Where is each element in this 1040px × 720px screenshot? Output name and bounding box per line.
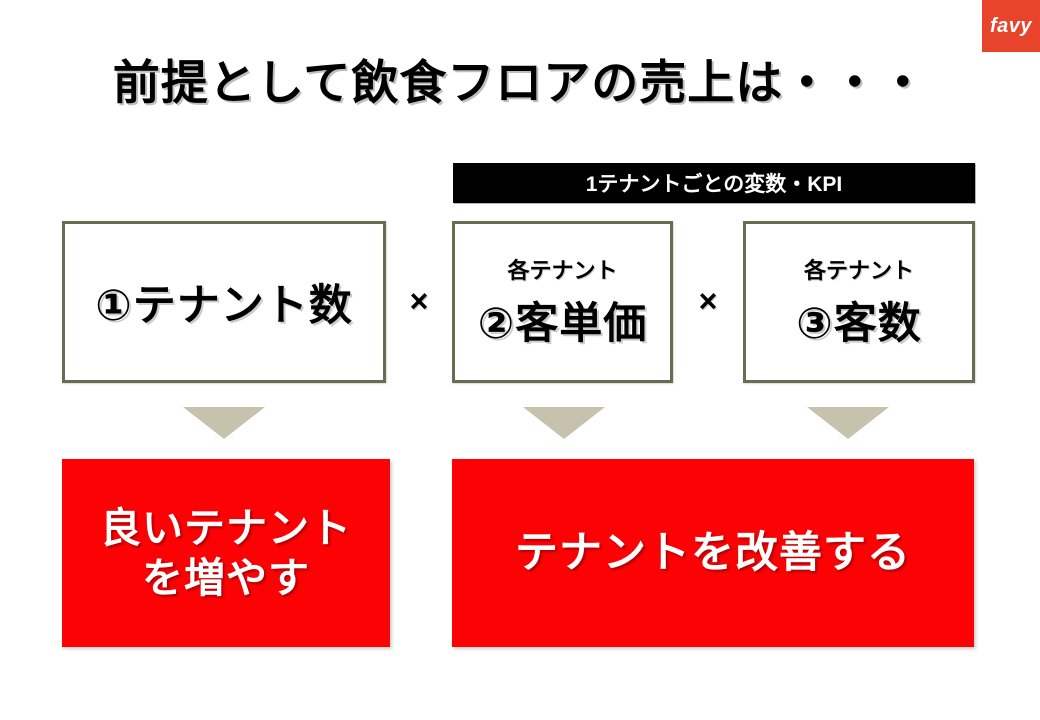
factor-sublabel: 各テナント — [507, 258, 618, 283]
kpi-banner-label: 1テナントごとの変数・KPI — [585, 173, 843, 196]
factor-label: ①テナント数 — [95, 282, 353, 330]
action-text-line: 良いテナント — [100, 504, 352, 551]
multiply-operator: × — [409, 283, 429, 319]
kpi-banner: 1テナントごとの変数・KPI — [453, 163, 975, 203]
factor-box-customer-count: 各テナント ③客数 — [743, 221, 975, 383]
down-arrow-icon — [523, 407, 605, 439]
factor-label: ②客単価 — [477, 300, 648, 348]
action-box-improve-tenants: テナントを改善する — [452, 459, 974, 647]
action-box-increase-good-tenants: 良いテナント を増やす — [62, 459, 390, 647]
page-title: 前提として飲食フロアの売上は・・・ — [112, 56, 928, 109]
factor-label: ③客数 — [796, 300, 922, 348]
factor-box-tenant-count: ①テナント数 — [62, 221, 386, 383]
favy-logo-text: favy — [989, 14, 1033, 37]
down-arrow-icon — [807, 407, 889, 439]
factor-sublabel: 各テナント — [803, 258, 914, 283]
action-text-line: を増やす — [142, 555, 310, 601]
down-arrow-icon — [183, 407, 265, 439]
favy-logo: favy — [982, 0, 1040, 52]
multiply-operator: × — [698, 283, 718, 319]
action-text-line: テナントを改善する — [515, 528, 911, 577]
factor-box-spend-per-customer: 各テナント ②客単価 — [452, 221, 673, 383]
